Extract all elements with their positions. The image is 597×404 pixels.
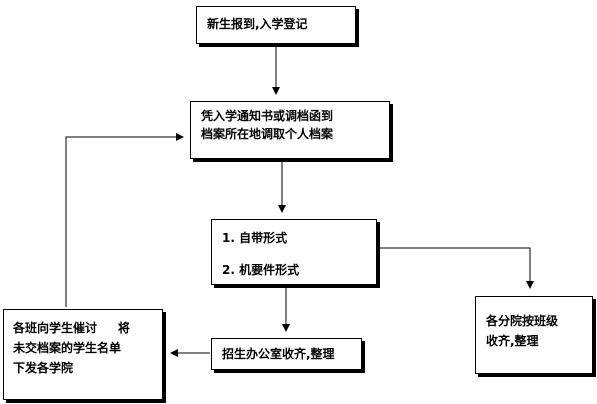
class-follow-up-text-line-2: 未交档案的学生名单 — [13, 341, 122, 355]
college-collection-text-line-1: 各分院按班级 — [486, 314, 559, 328]
archive-forms-node: 1. 自带形式 2. 机要件形式 — [211, 219, 377, 285]
class-follow-up-text-line-1: 各班向学生催讨 将 — [13, 321, 130, 335]
class-follow-up-node: 各班向学生催讨 将 未交档案的学生名单 下发各学院 — [3, 309, 163, 400]
archive-form-option-2: 2. 机要件形式 — [222, 263, 300, 277]
class-follow-up-text-line-3: 下发各学院 — [13, 361, 74, 375]
register-node: 新生报到,入学登记 — [196, 6, 356, 44]
admissions-office-text: 招生办公室收齐,整理 — [222, 347, 335, 361]
arrow-classes-to-archive — [65, 133, 184, 307]
college-collection-text-line-2: 收齐,整理 — [486, 334, 539, 348]
admissions-office-node: 招生办公室收齐,整理 — [211, 338, 362, 370]
college-collection-node: 各分院按班级 收齐,整理 — [475, 296, 593, 374]
arrow-forms-to-colleges — [378, 247, 534, 289]
archive-form-option-1: 1. 自带形式 — [222, 231, 288, 245]
archive-retrieval-text-line-1: 凭入学通知书或调档函到 — [201, 109, 334, 123]
register-node-text: 新生报到,入学登记 — [207, 17, 308, 31]
archive-retrieval-node: 凭入学通知书或调档函到 档案所在地调取个人档案 — [190, 101, 390, 159]
archive-retrieval-text-line-2: 档案所在地调取个人档案 — [201, 127, 334, 141]
